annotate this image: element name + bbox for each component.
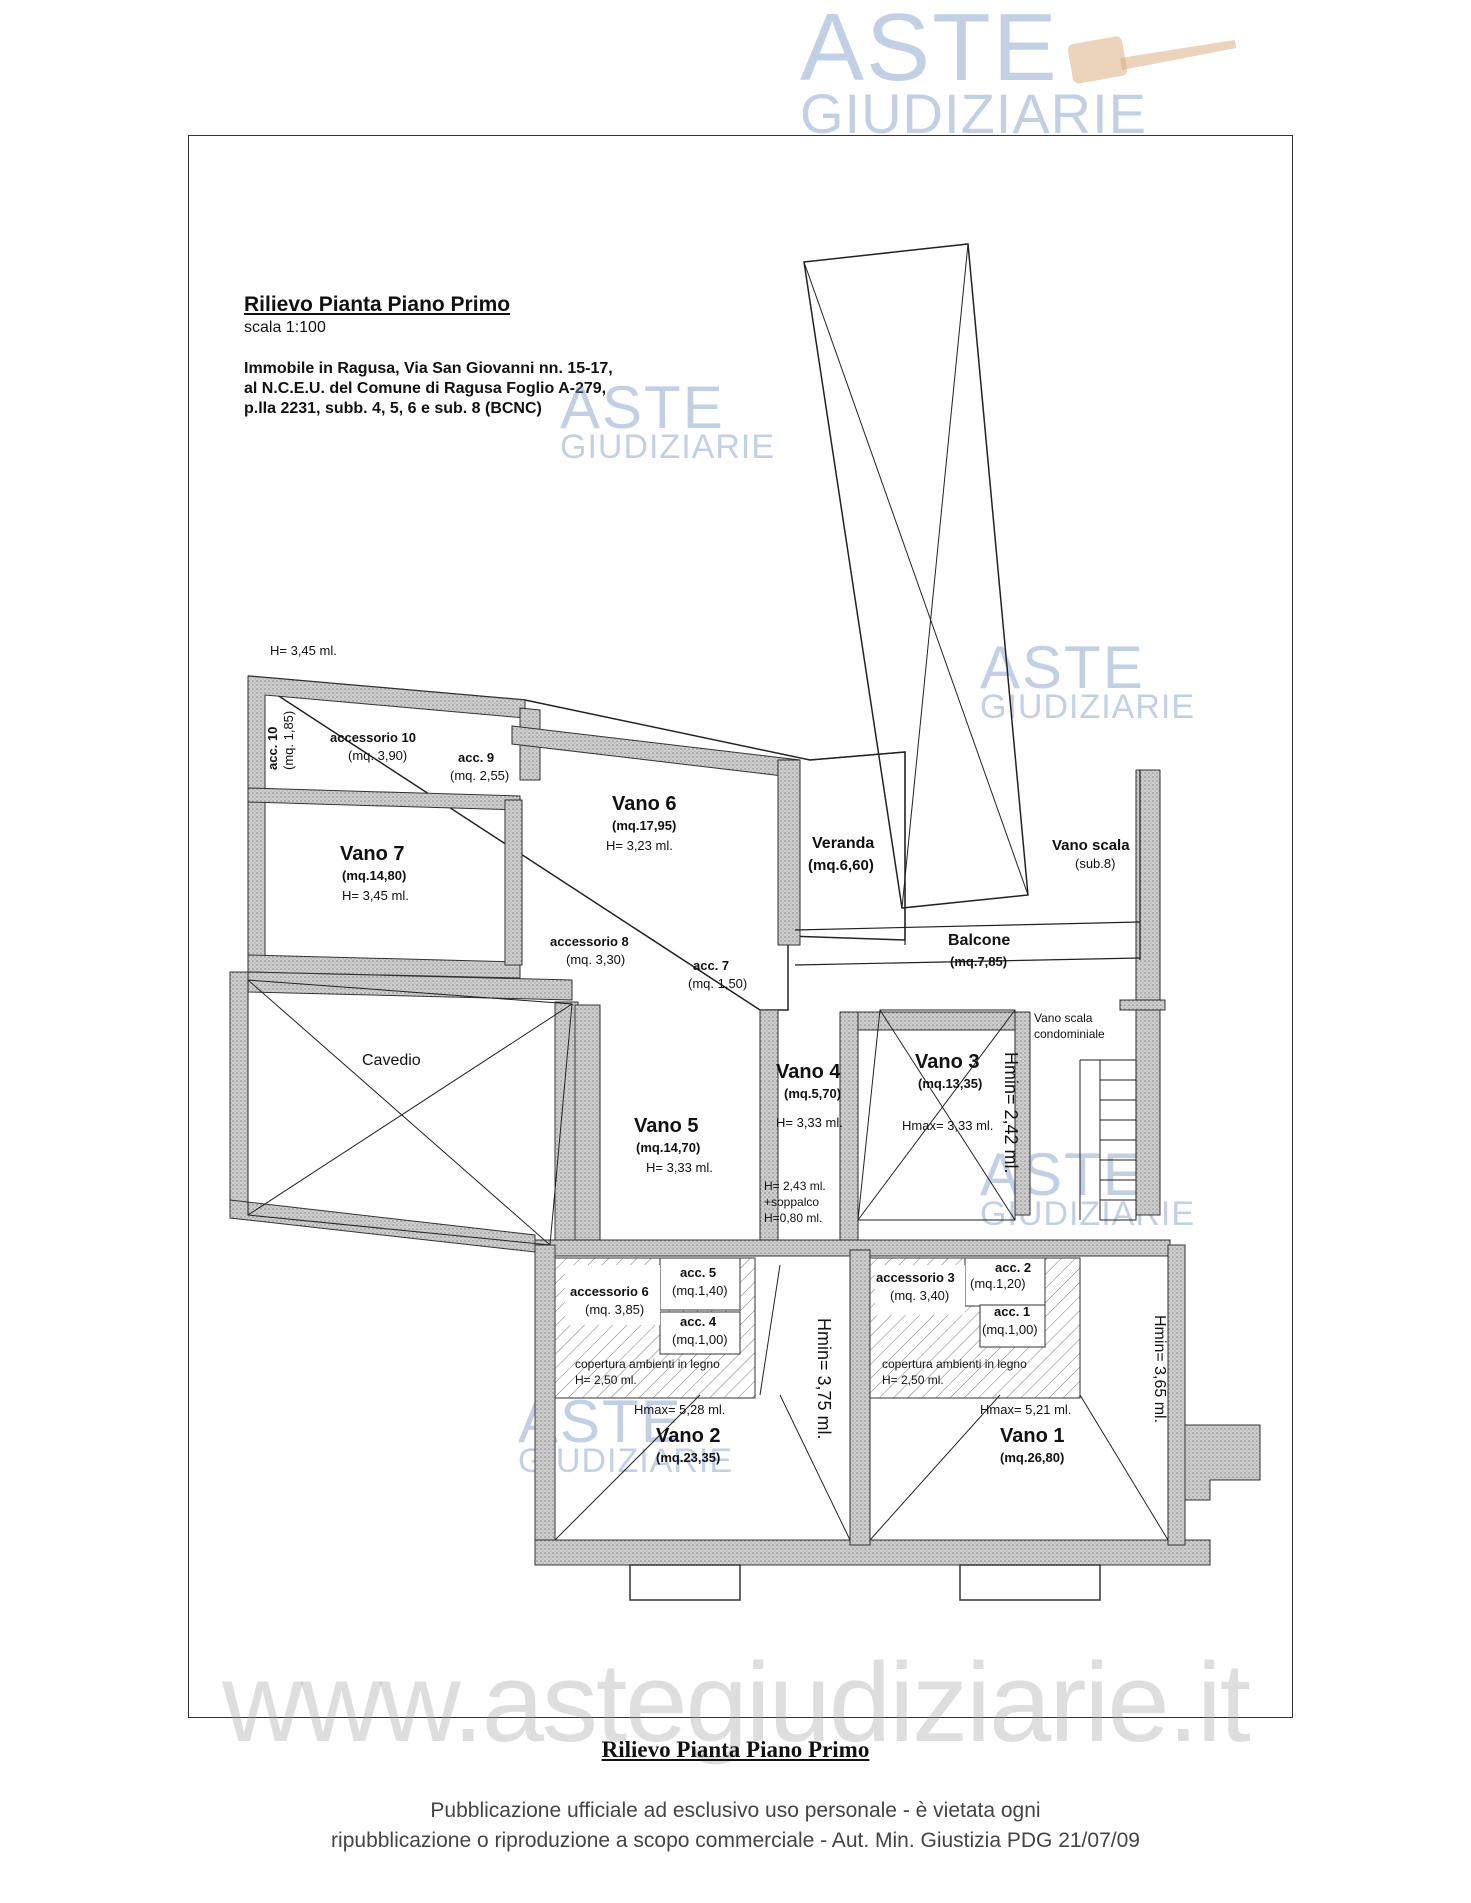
room-label-vano2: Vano 2 — [656, 1425, 720, 1447]
drawing-scale: scala 1:100 — [244, 319, 326, 336]
svg-text:acc. 5: acc. 5 — [680, 1265, 716, 1280]
wall — [849, 1249, 871, 1546]
svg-text:acc. 1: acc. 1 — [994, 1304, 1030, 1319]
svg-text:acc. 4: acc. 4 — [680, 1314, 717, 1329]
room-label-vano7: Vano 7 — [340, 843, 404, 865]
svg-text:(mq. 3,85): (mq. 3,85) — [585, 1302, 644, 1317]
svg-text:(mq.13,35): (mq.13,35) — [918, 1076, 982, 1091]
svg-text:acc. 7: acc. 7 — [693, 958, 729, 973]
svg-text:accessorio 3: accessorio 3 — [876, 1270, 955, 1285]
svg-text:Hmin= 2,42 ml.: Hmin= 2,42 ml. — [1001, 1052, 1021, 1174]
svg-text:(mq. 1,50): (mq. 1,50) — [688, 976, 747, 991]
svg-text:(mq.6,60): (mq.6,60) — [808, 857, 874, 874]
room-label-vano5: Vano 5 — [634, 1115, 698, 1137]
svg-text:accessorio 8: accessorio 8 — [550, 934, 629, 949]
svg-text:(mq.14,70): (mq.14,70) — [636, 1140, 700, 1155]
svg-text:+soppalco: +soppalco — [764, 1195, 819, 1209]
height-label: H= 3,45 ml. — [270, 643, 337, 658]
svg-text:H=0,80 ml.: H=0,80 ml. — [764, 1211, 822, 1225]
cavedio-outline — [247, 979, 573, 1246]
svg-text:(mq.1,00): (mq.1,00) — [982, 1322, 1038, 1337]
wall — [534, 1539, 1211, 1566]
wall — [247, 787, 521, 811]
drawing-title-block: Rilievo Pianta Piano Primo scala 1:100 I… — [244, 293, 613, 419]
svg-text:H= 3,23 ml.: H= 3,23 ml. — [606, 838, 673, 853]
svg-text:H= 2,50 ml.: H= 2,50 ml. — [882, 1373, 944, 1387]
window — [629, 1564, 741, 1601]
room-label-balcone: Balcone — [948, 932, 1010, 949]
property-description: Immobile in Ragusa, Via San Giovanni nn.… — [244, 360, 613, 417]
svg-text:H= 3,33 ml.: H= 3,33 ml. — [776, 1115, 843, 1130]
svg-text:acc. 9: acc. 9 — [458, 750, 494, 765]
aste-giudiziarie-watermark: ASTE GIUDIZIARIE — [560, 374, 776, 466]
svg-text:(mq.17,95): (mq.17,95) — [612, 818, 676, 833]
wall — [247, 971, 573, 1001]
bottom-drawing-title: Rilievo Pianta Piano Primo — [601, 1737, 870, 1762]
gavel-icon — [1067, 36, 1236, 84]
svg-text:(mq.5,70): (mq.5,70) — [784, 1086, 841, 1101]
svg-text:(mq. 2,55): (mq. 2,55) — [450, 768, 509, 783]
svg-text:(mq. 3,40): (mq. 3,40) — [890, 1288, 949, 1303]
svg-text:condominiale: condominiale — [1034, 1027, 1105, 1041]
wall — [1167, 1244, 1186, 1546]
room-label-cavedio: Cavedio — [362, 1052, 421, 1069]
svg-text:(mq.1,40): (mq.1,40) — [672, 1283, 728, 1298]
svg-text:(mq. 1,85): (mq. 1,85) — [281, 711, 296, 770]
wall — [1119, 999, 1166, 1011]
skylight-outline — [803, 243, 1029, 909]
room-label-vano4: Vano 4 — [776, 1061, 841, 1083]
staircase — [1079, 1059, 1137, 1221]
svg-text:acc. 2: acc. 2 — [995, 1260, 1031, 1275]
svg-text:Hmin= 3,65 ml.: Hmin= 3,65 ml. — [1151, 1315, 1168, 1423]
legal-footer: Pubblicazione ufficiale ad esclusivo uso… — [331, 1799, 1140, 1852]
svg-text:(mq.7,85): (mq.7,85) — [950, 954, 1007, 969]
room-label-vano3: Vano 3 — [915, 1051, 979, 1073]
room-label-vano6: Vano 6 — [612, 793, 676, 815]
svg-text:accessorio 6: accessorio 6 — [570, 1284, 649, 1299]
svg-text:copertura ambienti in legno: copertura ambienti in legno — [575, 1357, 720, 1371]
room-label-vano1: Vano 1 — [1000, 1425, 1064, 1447]
aste-giudiziarie-watermark-top: ASTE GIUDIZIARIE — [800, 0, 1148, 145]
svg-text:H= 3,33 ml.: H= 3,33 ml. — [646, 1160, 713, 1175]
room-label-veranda: Veranda — [812, 835, 874, 852]
svg-text:H= 3,45 ml.: H= 3,45 ml. — [342, 888, 409, 903]
svg-text:(sub.8): (sub.8) — [1075, 856, 1115, 871]
wall — [574, 1004, 601, 1246]
wall — [857, 1011, 1021, 1031]
svg-text:Hmax= 5,21 ml.: Hmax= 5,21 ml. — [980, 1402, 1071, 1417]
svg-text:(mq.14,80): (mq.14,80) — [342, 868, 406, 883]
svg-text:Hmax= 5,28 ml.: Hmax= 5,28 ml. — [634, 1402, 725, 1417]
svg-text:copertura ambienti in legno: copertura ambienti in legno — [882, 1357, 1027, 1371]
svg-text:(mq. 3,30): (mq. 3,30) — [566, 952, 625, 967]
wall — [229, 1199, 536, 1253]
svg-text:(mq.23,35): (mq.23,35) — [656, 1450, 720, 1465]
svg-text:Hmin= 3,75 ml.: Hmin= 3,75 ml. — [814, 1318, 834, 1440]
wall — [534, 1244, 556, 1566]
wall — [247, 954, 521, 979]
drawing-title: Rilievo Pianta Piano Primo — [244, 293, 511, 316]
wall — [504, 799, 523, 966]
drawing-frame — [188, 135, 1293, 1718]
svg-text:H= 2,50 ml.: H= 2,50 ml. — [575, 1373, 637, 1387]
room-label-vano-scala: Vano scala — [1052, 837, 1130, 854]
svg-text:accessorio 10: accessorio 10 — [330, 730, 416, 745]
wall — [777, 759, 801, 946]
svg-text:H= 2,43 ml.: H= 2,43 ml. — [764, 1179, 826, 1193]
svg-text:(mq.1,00): (mq.1,00) — [672, 1332, 728, 1347]
wall — [511, 725, 801, 779]
svg-text:(mq.26,80): (mq.26,80) — [1000, 1450, 1064, 1465]
svg-text:(mq.1,20): (mq.1,20) — [970, 1276, 1026, 1291]
url-watermark: www.astegiudiziarie.it — [222, 1640, 1251, 1765]
svg-text:(mq. 3,90): (mq. 3,90) — [348, 748, 407, 763]
svg-text:acc. 10: acc. 10 — [265, 727, 280, 770]
window — [959, 1564, 1101, 1601]
wall — [229, 971, 249, 1203]
svg-text:Vano scala: Vano scala — [1034, 1011, 1093, 1025]
svg-text:Hmax= 3,33 ml.: Hmax= 3,33 ml. — [902, 1118, 993, 1133]
wall — [1184, 1424, 1261, 1501]
